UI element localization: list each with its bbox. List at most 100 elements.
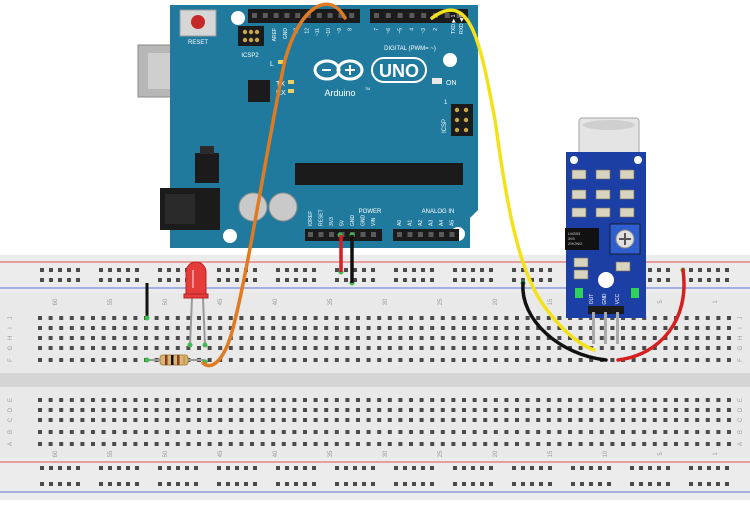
rail-hole[interactable] (716, 466, 720, 470)
terminal-hole[interactable] (430, 418, 435, 422)
terminal-hole[interactable] (356, 336, 360, 340)
rail-hole[interactable] (657, 268, 661, 272)
terminal-hole[interactable] (239, 418, 244, 422)
rail-hole[interactable] (167, 268, 171, 272)
terminal-hole[interactable] (546, 346, 551, 350)
terminal-hole[interactable] (440, 418, 445, 422)
terminal-hole[interactable] (727, 398, 731, 402)
terminal-hole[interactable] (674, 408, 678, 412)
terminal-hole[interactable] (674, 358, 678, 362)
terminal-hole[interactable] (525, 398, 530, 402)
rail-hole[interactable] (253, 268, 257, 272)
terminal-hole[interactable] (652, 408, 657, 412)
terminal-hole[interactable] (483, 326, 488, 330)
terminal-hole[interactable] (663, 316, 668, 320)
rail-hole[interactable] (480, 482, 484, 486)
terminal-hole[interactable] (175, 336, 180, 340)
wire-yellow-signal[interactable] (430, 8, 596, 352)
terminal-hole[interactable] (356, 358, 360, 362)
terminal-hole[interactable] (101, 358, 106, 362)
terminal-hole[interactable] (557, 398, 562, 402)
terminal-hole[interactable] (112, 358, 117, 362)
terminal-hole[interactable] (356, 430, 360, 434)
terminal-hole[interactable] (366, 442, 371, 446)
terminal-hole[interactable] (101, 346, 106, 350)
rail-hole[interactable] (49, 466, 53, 470)
terminal-hole[interactable] (727, 430, 731, 434)
terminal-hole[interactable] (122, 326, 127, 330)
terminal-hole[interactable] (91, 418, 95, 422)
rail-hole[interactable] (394, 268, 398, 272)
rail-hole[interactable] (394, 278, 398, 282)
power-pin[interactable] (329, 232, 334, 237)
terminal-hole[interactable] (122, 358, 127, 362)
terminal-hole[interactable] (334, 418, 339, 422)
terminal-hole[interactable] (440, 408, 445, 412)
analog-pin[interactable] (407, 232, 413, 237)
terminal-hole[interactable] (483, 398, 488, 402)
terminal-hole[interactable] (175, 408, 180, 412)
terminal-hole[interactable] (621, 398, 625, 402)
terminal-hole[interactable] (260, 358, 265, 362)
terminal-hole[interactable] (271, 336, 276, 340)
terminal-hole[interactable] (504, 346, 509, 350)
rail-hole[interactable] (639, 482, 643, 486)
terminal-hole[interactable] (727, 336, 731, 340)
rail-hole[interactable] (548, 268, 552, 272)
terminal-hole[interactable] (684, 418, 689, 422)
header-pin[interactable] (273, 13, 279, 18)
terminal-hole[interactable] (165, 316, 170, 320)
terminal-hole[interactable] (239, 336, 244, 340)
terminal-hole[interactable] (377, 336, 382, 340)
rail-hole[interactable] (167, 482, 171, 486)
terminal-hole[interactable] (345, 418, 350, 422)
terminal-hole[interactable] (366, 408, 371, 412)
terminal-hole[interactable] (91, 336, 95, 340)
terminal-hole[interactable] (493, 358, 498, 362)
terminal-hole[interactable] (536, 408, 541, 412)
header-pin[interactable] (295, 13, 301, 18)
rail-hole[interactable] (294, 278, 298, 282)
terminal-hole[interactable] (451, 442, 456, 446)
terminal-hole[interactable] (387, 418, 392, 422)
rail-hole[interactable] (353, 482, 357, 486)
terminal-hole[interactable] (409, 430, 413, 434)
rail-hole[interactable] (716, 482, 720, 486)
header-pin[interactable] (444, 13, 450, 18)
terminal-hole[interactable] (281, 408, 286, 412)
terminal-hole[interactable] (631, 336, 636, 340)
terminal-hole[interactable] (695, 408, 700, 412)
terminal-hole[interactable] (197, 346, 201, 350)
terminal-hole[interactable] (144, 442, 148, 446)
terminal-hole[interactable] (652, 442, 657, 446)
terminal-hole[interactable] (493, 442, 498, 446)
terminal-hole[interactable] (59, 408, 64, 412)
terminal-hole[interactable] (716, 346, 721, 350)
rail-hole[interactable] (276, 466, 280, 470)
terminal-hole[interactable] (133, 430, 138, 434)
terminal-hole[interactable] (652, 326, 657, 330)
terminal-hole[interactable] (356, 408, 360, 412)
terminal-hole[interactable] (324, 346, 329, 350)
rail-hole[interactable] (217, 466, 221, 470)
terminal-hole[interactable] (197, 408, 201, 412)
terminal-hole[interactable] (472, 418, 477, 422)
terminal-hole[interactable] (38, 336, 42, 340)
terminal-hole[interactable] (599, 430, 604, 434)
rail-hole[interactable] (99, 482, 103, 486)
terminal-hole[interactable] (536, 430, 541, 434)
terminal-hole[interactable] (398, 326, 403, 330)
terminal-hole[interactable] (91, 398, 95, 402)
terminal-hole[interactable] (621, 408, 625, 412)
rail-hole[interactable] (430, 278, 434, 282)
terminal-hole[interactable] (387, 336, 392, 340)
terminal-hole[interactable] (59, 346, 64, 350)
terminal-hole[interactable] (483, 418, 488, 422)
terminal-hole[interactable] (186, 442, 191, 446)
terminal-hole[interactable] (589, 442, 594, 446)
terminal-hole[interactable] (303, 398, 307, 402)
terminal-hole[interactable] (334, 408, 339, 412)
terminal-hole[interactable] (260, 418, 265, 422)
terminal-hole[interactable] (228, 316, 233, 320)
sensor-pin-vcc[interactable] (616, 312, 619, 344)
